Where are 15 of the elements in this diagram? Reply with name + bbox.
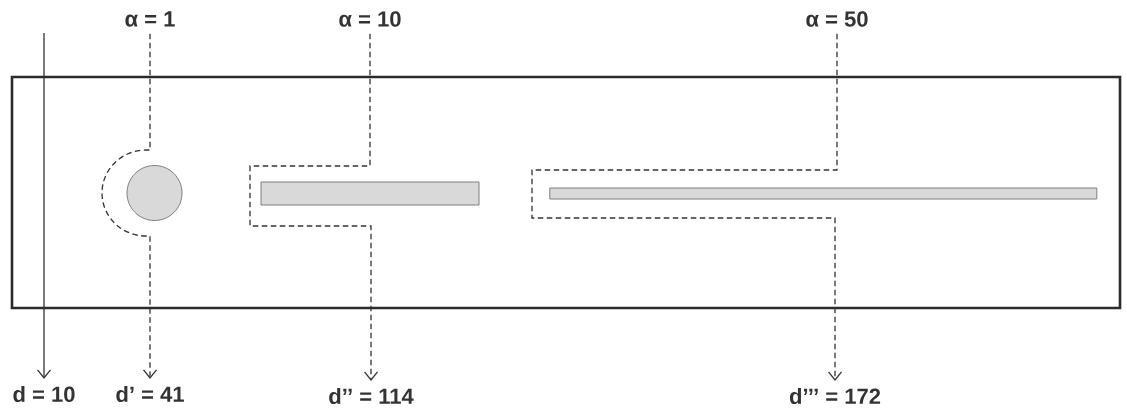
value-label: d’’ = 114 bbox=[329, 387, 414, 405]
value-label: d’ = 41 bbox=[116, 385, 184, 403]
value-label: d’’’ = 172 bbox=[789, 387, 881, 405]
value-label: d = 10 bbox=[13, 385, 75, 403]
bar-shape bbox=[260, 181, 480, 206]
circle-shape bbox=[126, 165, 183, 221]
value-label: α = 1 bbox=[125, 11, 175, 27]
dashed-arrow bbox=[531, 33, 843, 381]
value-label: α = 50 bbox=[806, 11, 868, 27]
value-label: α = 10 bbox=[339, 11, 401, 27]
arrow bbox=[36, 32, 52, 379]
dashed-arrow bbox=[101, 33, 158, 379]
bar-shape bbox=[549, 187, 1098, 200]
dashed-arrow bbox=[249, 33, 379, 381]
channel-box bbox=[10, 75, 1122, 310]
